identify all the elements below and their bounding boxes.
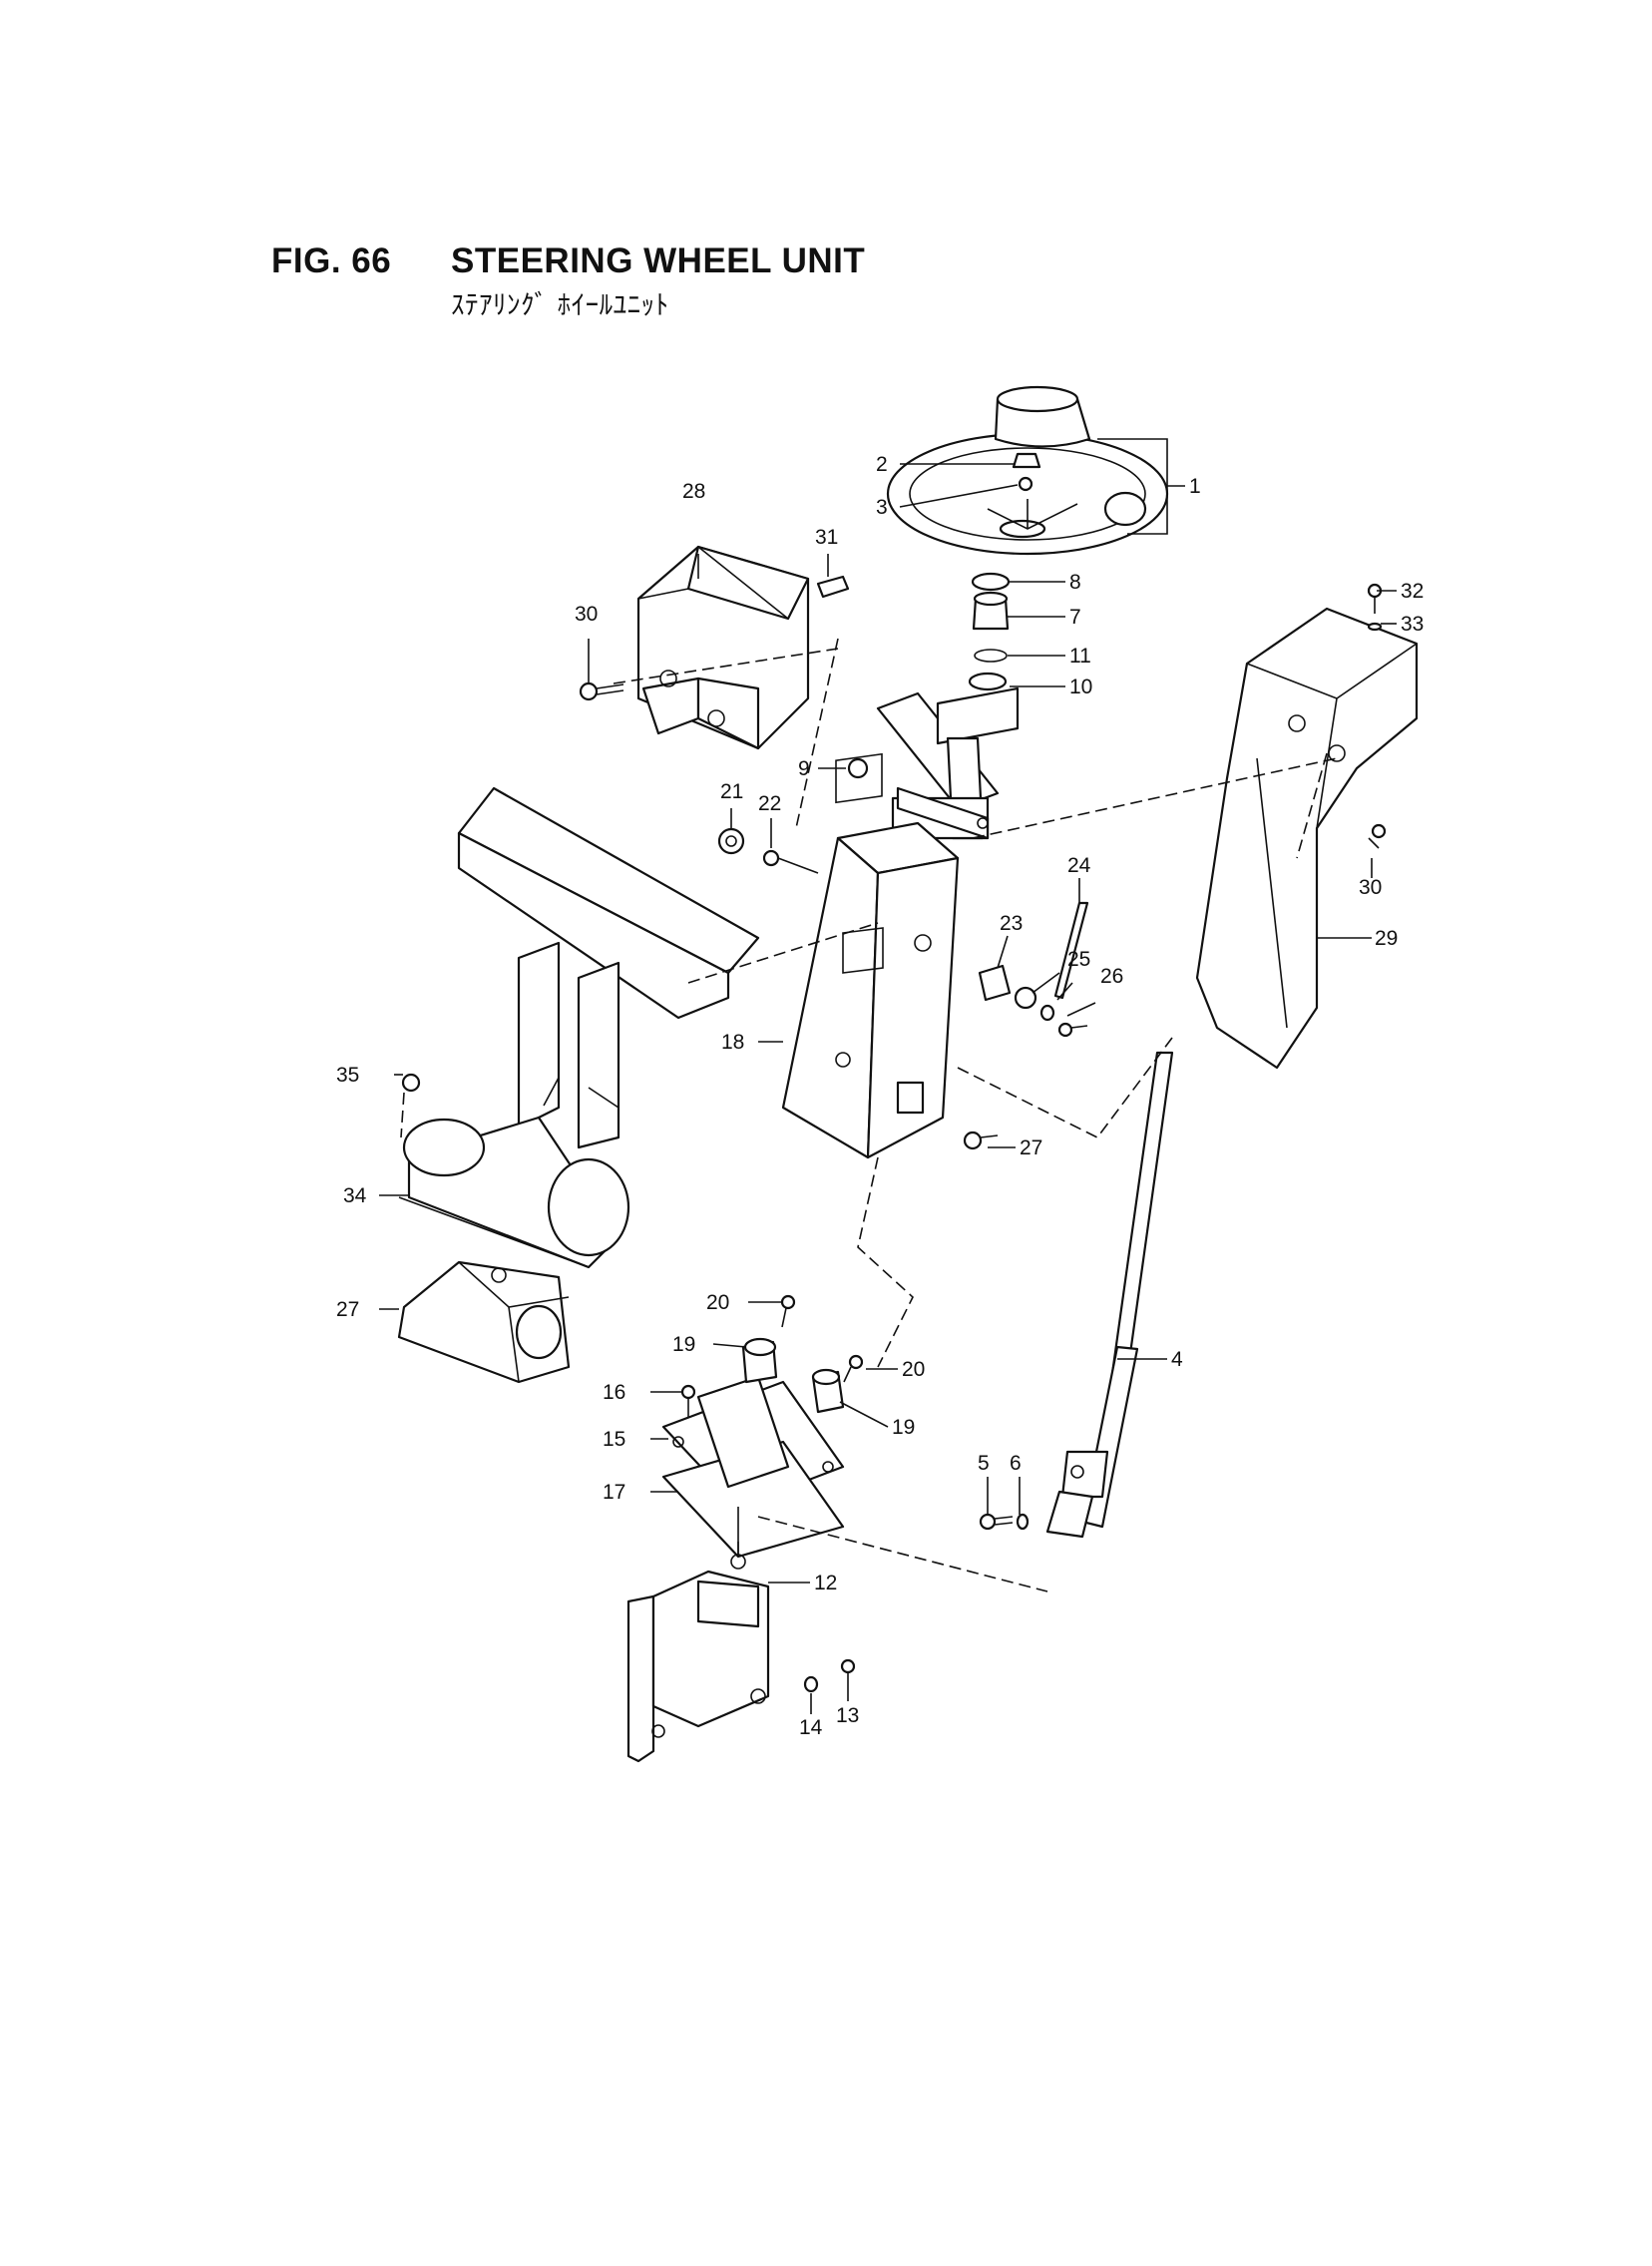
callout-21: 21 (720, 780, 743, 803)
callout-28: 28 (682, 480, 705, 503)
column-bracket (876, 686, 1020, 840)
callout-8: 8 (1069, 571, 1081, 594)
screw-30-right (1368, 823, 1387, 849)
callout-3: 3 (876, 496, 888, 519)
callout-15: 15 (603, 1428, 625, 1451)
callout-30b: 30 (1359, 876, 1382, 899)
steering-gearbox (626, 1542, 770, 1763)
side-cover (1195, 607, 1419, 1070)
lower-bracket (661, 1375, 845, 1559)
washer-14 (803, 1675, 819, 1693)
callout-34: 34 (343, 1184, 367, 1207)
bushing-23 (978, 964, 1012, 1002)
bolt-20a (780, 1294, 796, 1328)
callout-14: 14 (799, 1716, 823, 1739)
callout-33: 33 (1401, 613, 1424, 636)
washer-6 (1016, 1513, 1030, 1531)
nut-21 (717, 827, 745, 855)
washer-33 (1367, 622, 1383, 632)
bolt-27-upper (963, 1131, 999, 1150)
callout-9: 9 (798, 757, 810, 780)
callout-35: 35 (336, 1064, 359, 1087)
callout-32: 32 (1401, 580, 1424, 603)
bolt-30-left (579, 681, 624, 701)
figure-number: FIG. 66 (271, 241, 392, 280)
callout-1: 1 (1189, 475, 1201, 498)
callout-19b: 19 (892, 1416, 915, 1439)
callout-12: 12 (814, 1572, 837, 1594)
bolt-26 (1057, 1022, 1088, 1038)
figure-title: STEERING WHEEL UNIT (451, 241, 866, 280)
column-housing (781, 752, 960, 1159)
callout-10: 10 (1069, 676, 1092, 698)
callout-17: 17 (603, 1481, 625, 1504)
callout-7: 7 (1069, 606, 1081, 629)
bolt-35 (400, 1073, 421, 1138)
callout-29: 29 (1375, 927, 1398, 950)
bolt-20b (843, 1354, 864, 1383)
pillow-block-19b (811, 1368, 845, 1414)
callout-24: 24 (1067, 854, 1091, 877)
callout-23: 23 (1000, 912, 1023, 935)
callout-6: 6 (1010, 1452, 1022, 1475)
callout-2: 2 (876, 453, 888, 476)
callout-27a: 27 (1020, 1136, 1042, 1159)
callout-25: 25 (1067, 948, 1090, 971)
nut-9 (847, 757, 869, 779)
callout-19a: 19 (672, 1333, 695, 1356)
callout-13: 13 (836, 1704, 859, 1727)
callout-20b: 20 (902, 1358, 925, 1381)
callout-27b: 27 (336, 1298, 359, 1321)
clip-31 (816, 575, 850, 599)
callout-31: 31 (815, 526, 838, 549)
callout-4: 4 (1171, 1348, 1183, 1371)
callout-20a: 20 (706, 1291, 729, 1314)
screw-32 (1367, 583, 1383, 614)
dash-panel (398, 786, 760, 1269)
upper-cover (636, 545, 810, 750)
bolt-5 (979, 1513, 1014, 1531)
callout-30a: 30 (575, 603, 598, 626)
callout-26: 26 (1100, 965, 1123, 988)
callout-16: 16 (603, 1381, 625, 1404)
figure-subtitle-jp: ｽﾃｱﾘﾝｸﾞ ﾎｲｰﾙﾕﾆｯﾄ (451, 290, 669, 321)
callout-22: 22 (758, 792, 781, 815)
bolt-22 (762, 849, 819, 874)
pillow-block-19a (741, 1337, 778, 1384)
leader-lines (379, 438, 1397, 1714)
callout-18: 18 (721, 1031, 744, 1054)
assembly-lines (613, 638, 1338, 1592)
bolt-13 (840, 1658, 856, 1696)
cover-27 (397, 1260, 571, 1384)
steering-wheel (886, 385, 1169, 556)
callout-11: 11 (1069, 645, 1091, 668)
column-bearings (968, 572, 1011, 691)
callout-labels: 1 2 3 4 5 6 7 8 9 10 11 12 13 14 15 16 1… (336, 453, 1424, 1739)
callout-5: 5 (978, 1452, 990, 1475)
steering-shaft (1045, 1051, 1174, 1539)
lever-24 (1014, 901, 1089, 1010)
bolt-16 (680, 1384, 696, 1417)
washer-25 (1039, 1004, 1055, 1022)
